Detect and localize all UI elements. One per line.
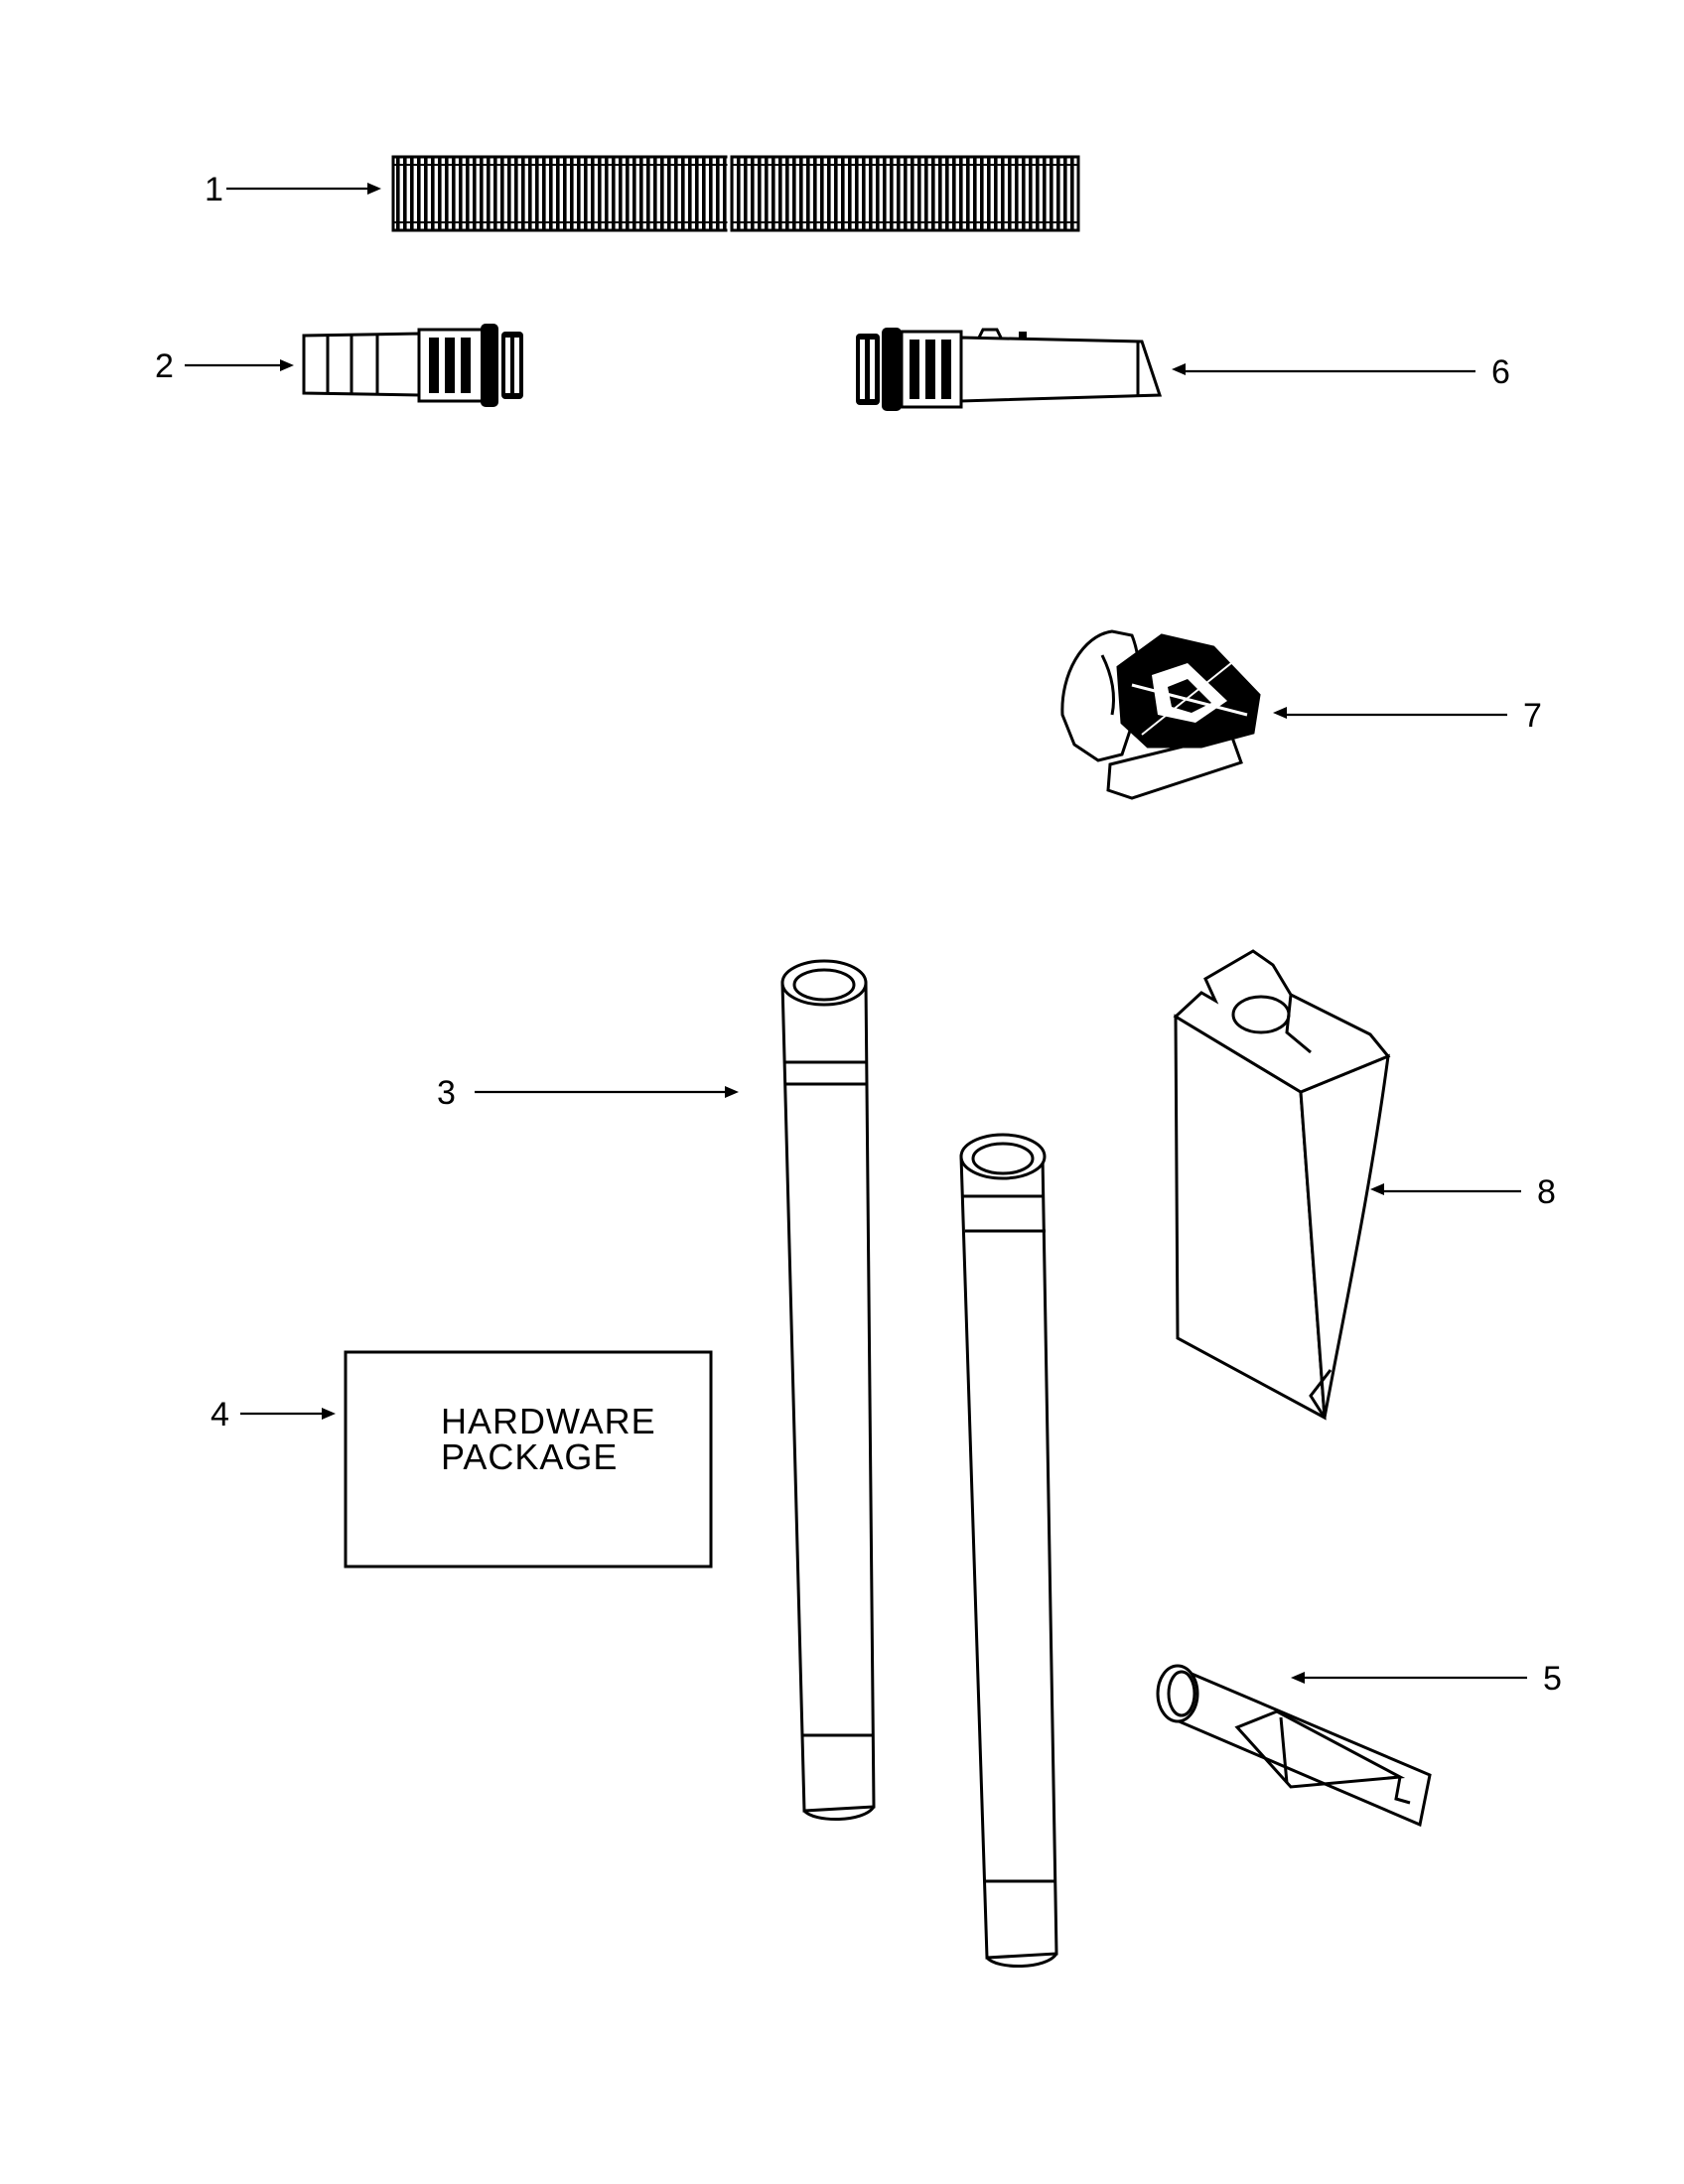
hardware-package-label-line2: PACKAGE (441, 1436, 618, 1477)
hardware-package-label-line1: HARDWARE (441, 1401, 656, 1441)
part-7-brush: 7 (1060, 629, 1542, 800)
part-4-hardware-package: HARDWARE PACKAGE 4 (210, 1350, 713, 1569)
leader-arrow-2 (185, 359, 294, 371)
extension-wand-icon (780, 959, 1058, 1968)
hose-connector-icon (302, 324, 523, 407)
part-8-filter-bag: 8 (1173, 949, 1556, 1421)
leader-arrow-5 (1291, 1672, 1527, 1684)
leader-arrow-8 (1370, 1183, 1521, 1195)
part-5-crevice-tool: 5 (1156, 1660, 1562, 1828)
hose-nozzle-adapter-icon (856, 328, 1163, 411)
filter-bag-icon (1173, 949, 1391, 1421)
leader-arrow-1 (226, 183, 381, 195)
dusting-brush-icon (1060, 629, 1261, 800)
leader-arrow-6 (1172, 363, 1475, 375)
callout-5: 5 (1543, 1660, 1562, 1698)
part-6-nozzle: 6 (856, 328, 1510, 411)
leader-arrow-4 (240, 1408, 336, 1420)
corrugated-hose-icon (391, 155, 1080, 232)
callout-8: 8 (1537, 1173, 1556, 1211)
callout-2: 2 (155, 347, 174, 385)
leader-arrow-7 (1273, 707, 1507, 719)
callout-3: 3 (437, 1074, 456, 1112)
hardware-package-icon (344, 1350, 713, 1569)
callout-7: 7 (1523, 697, 1542, 735)
callout-4: 4 (210, 1396, 229, 1433)
part-2-connector: 2 (155, 324, 523, 407)
leader-arrow-3 (475, 1086, 739, 1098)
part-1-hose: 1 (205, 155, 1080, 232)
callout-1: 1 (205, 171, 223, 208)
callout-6: 6 (1491, 353, 1510, 391)
part-3-wands: 3 (437, 959, 1058, 1968)
crevice-tool-icon (1156, 1664, 1432, 1828)
